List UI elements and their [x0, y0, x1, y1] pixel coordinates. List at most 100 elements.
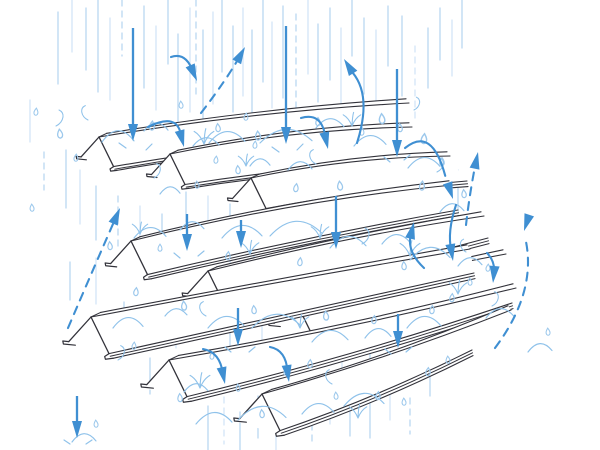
deflect-arrow-head — [442, 181, 453, 199]
slat-front-foot — [109, 165, 118, 172]
deflect-arrow — [169, 54, 197, 81]
splash-arc — [112, 317, 144, 329]
splash-tick — [85, 439, 93, 445]
water-droplet — [425, 366, 431, 377]
splash-arc — [207, 315, 245, 329]
slat-front-foot — [142, 273, 152, 281]
slat-ridge-edge — [250, 155, 451, 179]
splash-tick — [384, 348, 392, 355]
splash-fountain — [448, 279, 468, 295]
deflect-arrow — [403, 140, 453, 199]
slat-back-edge — [177, 122, 410, 151]
rain-flow-arrow-head — [392, 140, 402, 157]
slat-cap-back-edge — [169, 149, 179, 155]
rain-flow-arrow — [393, 314, 403, 348]
deflect-arrow — [201, 347, 227, 384]
splash-tick — [173, 252, 181, 259]
slat-cap-left-edge — [187, 270, 209, 295]
slat-cap-back-edge — [207, 266, 218, 272]
water-droplet — [420, 132, 428, 145]
splash-fountain — [310, 223, 330, 239]
slat-cap-right-edge — [169, 153, 186, 186]
splash-arc — [381, 233, 411, 245]
slat-body-fill — [146, 122, 451, 190]
splash-arc — [101, 130, 135, 143]
slat-back-edge — [100, 244, 468, 313]
splash-tick — [145, 143, 153, 151]
splash-tick — [224, 346, 232, 353]
rain-flow-arrow-head — [236, 231, 246, 248]
rain-flow-arrow-head — [393, 331, 403, 348]
water-droplet — [177, 392, 183, 403]
deflect-arrow — [268, 345, 292, 382]
deflect-arrow-head — [489, 265, 500, 283]
water-droplet — [254, 130, 262, 141]
slat-back-edge — [106, 98, 407, 134]
splash-arc — [192, 137, 220, 147]
slat-front-foot — [104, 353, 114, 360]
splash-arc — [527, 343, 553, 353]
deflect-arrow — [405, 222, 426, 270]
splash-arc — [287, 161, 313, 171]
rain-flow-arrow — [182, 214, 192, 251]
slat-cap-left-edge — [80, 136, 100, 158]
slat-cap-left-edge — [68, 316, 92, 343]
deflect-arrow-head — [445, 243, 456, 261]
splash-fountain — [131, 221, 149, 235]
water-droplet — [29, 203, 35, 212]
slat-body-fill — [62, 244, 476, 360]
slat-cap-left-edge — [231, 177, 252, 200]
slat-front-foot — [275, 430, 285, 437]
splash-fountain — [348, 403, 368, 419]
deflect-arrow — [344, 59, 365, 145]
water-droplet — [322, 310, 330, 321]
slat-cap-left-edge — [146, 359, 170, 386]
splash-arc — [457, 257, 483, 267]
spray-curl — [361, 227, 370, 245]
deflect-arrow — [485, 251, 500, 283]
flow-arrows-layer — [66, 26, 535, 438]
slat-cap-right-edge — [130, 240, 149, 276]
deflect-arrow-head — [319, 131, 330, 149]
rain-flow-arrow — [236, 220, 246, 248]
deflect-arrow-shaft — [403, 140, 447, 177]
water-droplet — [449, 292, 455, 303]
splash-tick — [271, 146, 280, 153]
slat-left-foot — [226, 197, 239, 203]
slat-ridge-edge — [90, 248, 471, 318]
water-droplet — [292, 182, 299, 193]
slat-body-fill — [233, 305, 512, 437]
slat-flange-top — [146, 209, 459, 276]
rain-flow-arrow-head — [182, 234, 192, 251]
water-droplet — [213, 155, 219, 164]
splash-arc — [208, 131, 246, 144]
water-droplet — [336, 180, 344, 191]
slat-8 — [140, 283, 517, 403]
water-droplet — [445, 355, 451, 364]
slat-left-foot — [104, 262, 118, 268]
slat-flange-mid — [187, 305, 513, 400]
deflect-arrow — [299, 115, 330, 149]
slat-body-fill — [76, 98, 414, 172]
water-droplet — [259, 408, 265, 419]
deflect-arrow-shaft — [351, 71, 365, 145]
water-droplet — [371, 314, 377, 325]
rain-flow-arrow — [392, 69, 402, 157]
slat-cap-back-edge — [168, 354, 180, 361]
splash-arc — [164, 308, 188, 317]
slat-cap-right-edge — [168, 359, 188, 398]
water-droplet — [467, 277, 473, 286]
splash-tick — [63, 439, 71, 445]
deflect-arrow-head — [174, 129, 185, 147]
water-droplet — [378, 112, 386, 125]
spray-curl — [459, 238, 467, 253]
splash-tick — [197, 250, 205, 257]
slat-front-foot — [180, 183, 189, 190]
spray-curl — [55, 109, 64, 127]
water-droplet — [157, 243, 163, 252]
slat-ridge-edge — [261, 309, 512, 395]
spray-curl — [413, 96, 421, 111]
airflow-dashed-arrow-shaft — [493, 238, 529, 350]
airflow-dashed-arrow-head — [232, 47, 245, 65]
